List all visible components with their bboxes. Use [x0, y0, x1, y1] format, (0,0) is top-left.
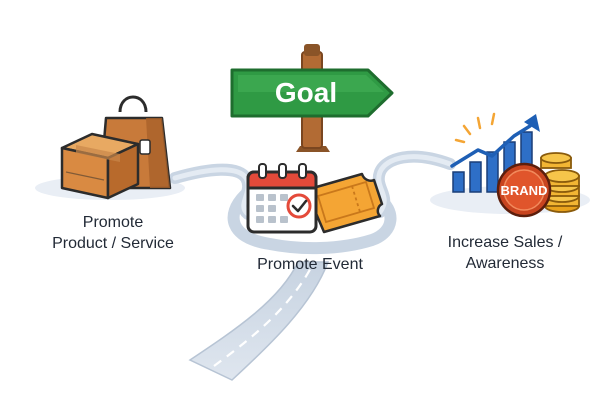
right-branch-label: Increase Sales / Awareness: [420, 232, 590, 274]
ticket-icon: [304, 172, 384, 234]
checkmark-icon: [286, 193, 312, 219]
brand-coin: BRAND: [496, 162, 552, 218]
signpost-pole-top: [304, 44, 320, 56]
right-branch-label-line-2: Awareness: [465, 255, 545, 272]
event-icon-group: [246, 163, 384, 234]
sparkle-rays: [454, 112, 496, 144]
product-icon-group: [60, 95, 172, 200]
package-box-icon: [60, 132, 140, 200]
road-network: [169, 150, 456, 381]
brand-coin-label: BRAND: [501, 183, 548, 198]
left-branch-label: Promote Product / Service: [28, 212, 198, 254]
right-branch-label-line-1: Increase Sales /: [447, 234, 563, 251]
right-road-inner: [376, 154, 453, 215]
main-road: [188, 261, 330, 381]
left-road-inner: [172, 167, 251, 217]
left-branch-label-line-1: Promote: [82, 214, 144, 231]
road-loop: [227, 189, 397, 255]
sales-icon-group: BRAND: [450, 112, 580, 218]
goal-signpost: Goal: [230, 44, 394, 152]
center-branch-label-line-1: Promote Event: [257, 256, 363, 273]
goal-sign-label: Goal: [275, 77, 337, 108]
goal-sign-highlight: [238, 75, 384, 92]
left-branch-label-line-2: Product / Service: [52, 235, 174, 252]
center-branch-label: Promote Event: [220, 254, 400, 275]
main-road-centerline: [213, 263, 314, 367]
